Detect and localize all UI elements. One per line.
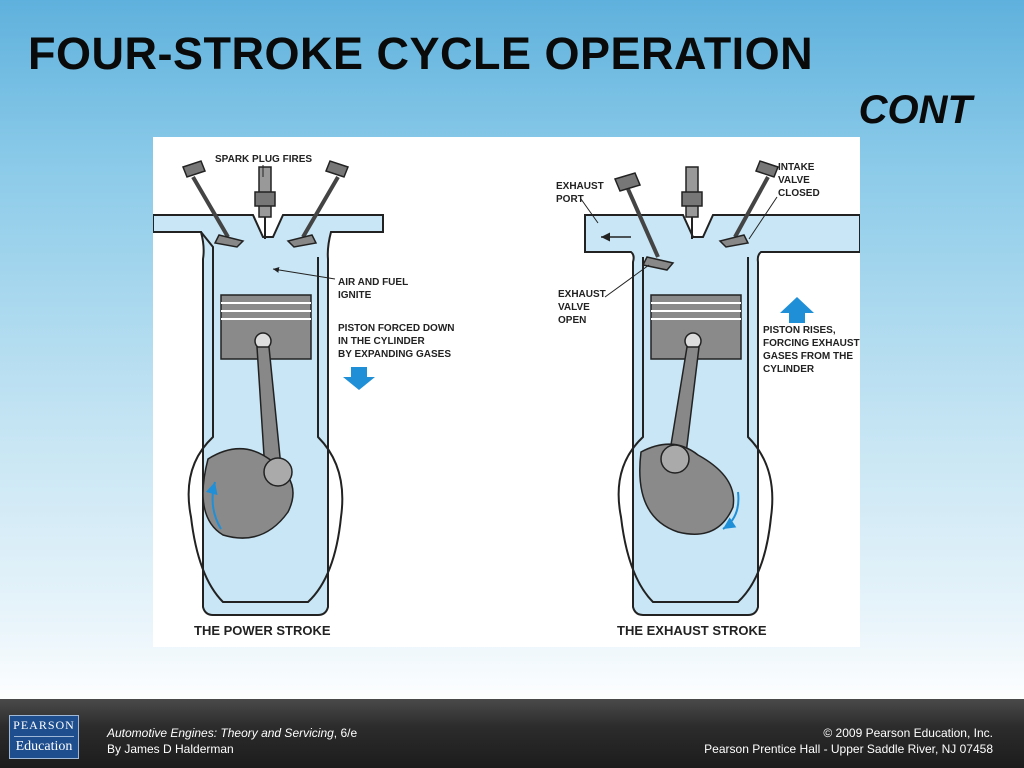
engine-diagram-svg: SPARK PLUG FIRES AIR AND FUEL IGNITE PIS… bbox=[153, 154, 860, 638]
label-exhaust-valve-3: OPEN bbox=[558, 315, 586, 326]
footer-copyright: © 2009 Pearson Education, Inc. bbox=[823, 726, 993, 740]
engine-diagram: SPARK PLUG FIRES AIR AND FUEL IGNITE PIS… bbox=[153, 137, 860, 647]
pearson-logo: PEARSON Education bbox=[9, 715, 79, 759]
down-arrow-icon bbox=[343, 367, 375, 390]
slide-subtitle: CONT bbox=[858, 88, 972, 132]
exhaust-crankcase bbox=[617, 257, 774, 603]
exhaust-spark-plug bbox=[681, 166, 703, 239]
exhaust-stroke-diagram bbox=[584, 160, 860, 616]
power-spark-plug bbox=[254, 166, 276, 239]
footer-author: By James D Halderman bbox=[107, 742, 234, 756]
label-rises-2: FORCING EXHAUST bbox=[763, 338, 860, 349]
label-exhaust-valve-1: EXHAUST bbox=[558, 289, 606, 300]
logo-top-text: PEARSON bbox=[13, 718, 75, 732]
label-rises-4: CYLINDER bbox=[763, 364, 815, 375]
footer-book-title: Automotive Engines: Theory and Servicing bbox=[107, 726, 334, 740]
intake-valve-closed bbox=[718, 160, 779, 248]
label-intake-2: VALVE bbox=[778, 175, 810, 186]
exhaust-crankshaft bbox=[639, 443, 735, 535]
footer-edition: , 6/e bbox=[333, 726, 358, 740]
label-exhaust-valve-2: VALVE bbox=[558, 302, 590, 313]
label-rises-3: GASES FROM THE bbox=[763, 351, 853, 362]
footer-bar: PEARSON Education Automotive Engines: Th… bbox=[0, 699, 1024, 768]
power-stroke-diagram bbox=[153, 160, 384, 616]
label-piston-forced-1: PISTON FORCED DOWN bbox=[338, 323, 454, 334]
label-piston-forced-2: IN THE CYLINDER bbox=[338, 336, 425, 347]
power-crankshaft bbox=[202, 447, 294, 539]
label-exhaust-port-2: PORT bbox=[556, 194, 584, 205]
label-rises-1: PISTON RISES, bbox=[763, 325, 836, 336]
logo-bottom-text: Education bbox=[15, 739, 73, 754]
up-arrow-icon bbox=[780, 297, 814, 323]
footer-book-line: Automotive Engines: Theory and Servicing… bbox=[107, 726, 357, 740]
label-exhaust-port-1: EXHAUST bbox=[556, 181, 604, 192]
caption-power-stroke: THE POWER STROKE bbox=[194, 623, 331, 638]
slide-title: FOUR-STROKE CYCLE OPERATION bbox=[28, 28, 814, 79]
footer-publisher: Pearson Prentice Hall - Upper Saddle Riv… bbox=[704, 742, 993, 756]
label-spark-plug-fires: SPARK PLUG FIRES bbox=[215, 154, 312, 165]
label-piston-forced-3: BY EXPANDING GASES bbox=[338, 349, 451, 360]
label-air-fuel-2: IGNITE bbox=[338, 290, 372, 301]
power-left-valve bbox=[182, 160, 245, 248]
power-right-valve bbox=[286, 160, 349, 248]
label-air-fuel-1: AIR AND FUEL bbox=[338, 277, 408, 288]
caption-exhaust-stroke: THE EXHAUST STROKE bbox=[617, 623, 767, 638]
exhaust-cylinder-block bbox=[584, 214, 860, 616]
label-intake-1: INTAKE bbox=[778, 162, 815, 173]
exhaust-valve-open bbox=[613, 172, 675, 271]
label-intake-3: CLOSED bbox=[778, 188, 820, 199]
power-crankcase bbox=[187, 257, 344, 603]
